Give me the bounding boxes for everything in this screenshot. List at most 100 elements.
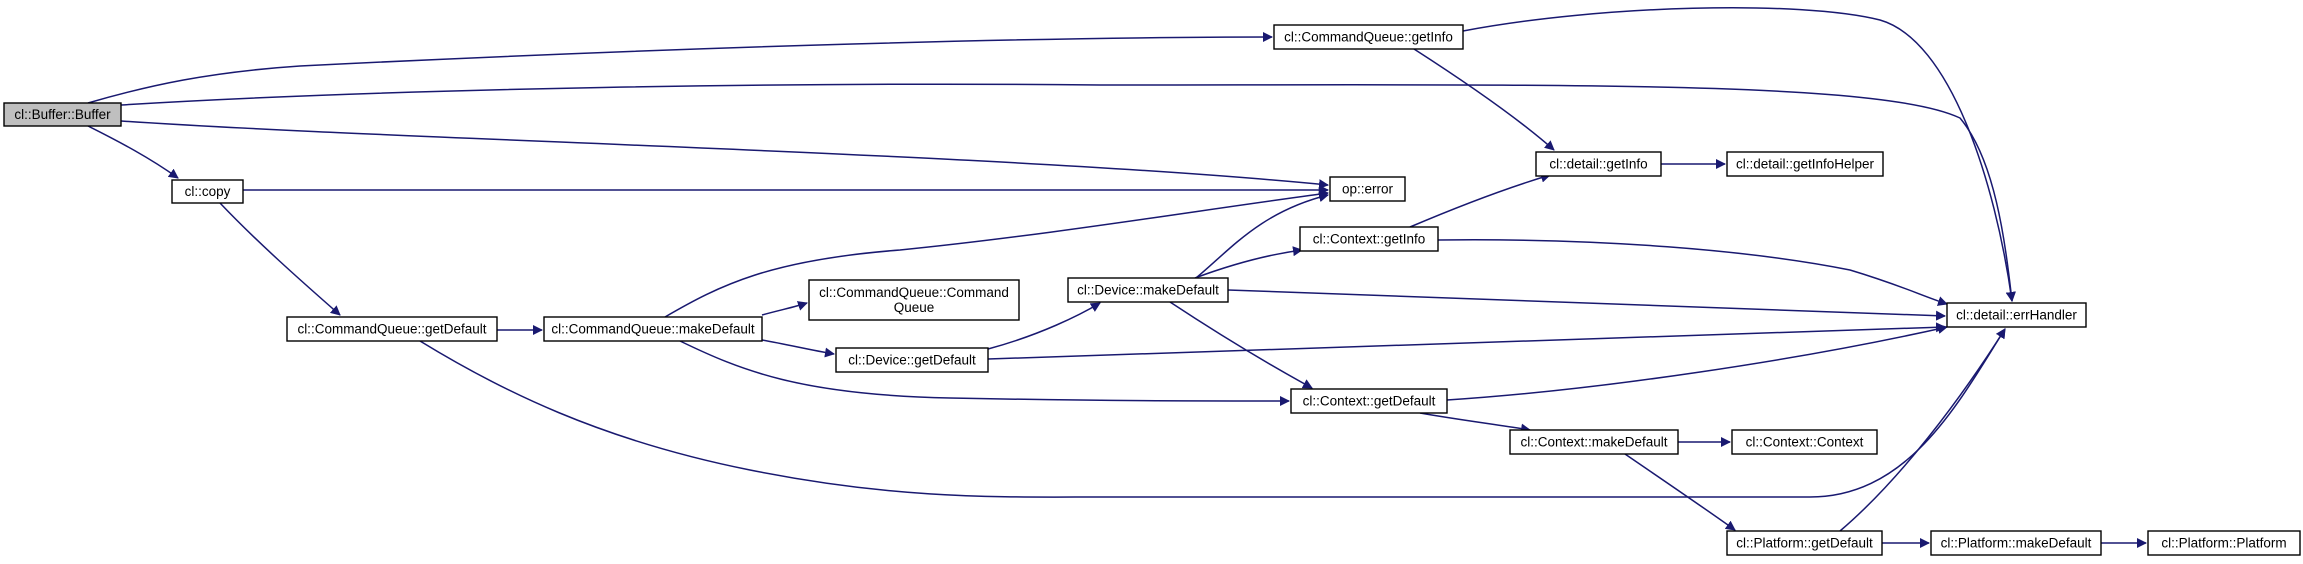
edge-line <box>1195 192 1329 279</box>
node-label: cl::Buffer::Buffer <box>14 107 111 122</box>
edge-cq-getinfo-to-errhandler <box>1462 6 2016 302</box>
edge-line <box>1413 48 1555 151</box>
node-ctx-getinfo[interactable]: cl::Context::getInfo <box>1299 226 1439 252</box>
edge-line <box>1839 328 2006 532</box>
node-label: cl::CommandQueue::makeDefault <box>551 322 755 337</box>
node-box <box>1290 388 1448 414</box>
edge-line <box>1409 172 1551 228</box>
node-box <box>171 179 244 204</box>
edge-plat-getdefault-to-errhandler <box>1839 328 2006 532</box>
node-label: cl::Device::getDefault <box>848 353 976 368</box>
edge-line <box>987 302 1101 350</box>
node-label: cl::detail::getInfoHelper <box>1736 157 1875 172</box>
edge-line <box>1446 324 1948 401</box>
edge-dev-makedefault-to-op-error <box>1195 192 1329 279</box>
edge-dev-getdefault-to-errhandler <box>987 322 1946 360</box>
node-box <box>835 347 989 373</box>
edge-cq-getinfo-to-detail-getinfo <box>1413 48 1555 151</box>
node-ctx-makedefault[interactable]: cl::Context::makeDefault <box>1509 429 1679 455</box>
node-box <box>1946 302 2087 328</box>
node-label: cl::Context::getInfo <box>1313 232 1426 247</box>
edge-dev-getdefault-to-dev-makedefault <box>987 302 1101 350</box>
edge-ctx-makedefault-to-plat-getdefault <box>1624 453 1736 531</box>
edge-line <box>1437 239 1948 306</box>
edge-line <box>1624 453 1736 531</box>
node-ctx-ctor[interactable]: cl::Context::Context <box>1731 429 1878 455</box>
node-detail-getinfohelper[interactable]: cl::detail::getInfoHelper <box>1726 151 1884 177</box>
node-cq-ctor[interactable]: cl::CommandQueue::CommandQueue <box>808 279 1020 321</box>
node-box <box>1299 226 1439 252</box>
edge-buffer-to-cq-getinfo <box>87 32 1273 104</box>
edge-line <box>87 32 1273 104</box>
edge-buffer-to-op-error <box>120 120 1329 190</box>
node-dev-makedefault[interactable]: cl::Device::makeDefault <box>1067 277 1229 303</box>
node-label: cl::detail::errHandler <box>1956 308 2077 323</box>
edge-dev-makedefault-to-errhandler <box>1227 289 1946 321</box>
edge-ctx-getdefault-to-ctx-makedefault <box>1419 412 1531 434</box>
edge-line <box>664 189 1329 318</box>
node-dev-getdefault[interactable]: cl::Device::getDefault <box>835 347 989 373</box>
edges-layer <box>87 6 2147 548</box>
edge-line <box>419 328 2006 498</box>
node-box <box>1731 429 1878 455</box>
edge-buffer-to-errhandler <box>120 83 2016 302</box>
node-errhandler[interactable]: cl::detail::errHandler <box>1946 302 2087 328</box>
node-label: cl::Platform::Platform <box>2161 536 2286 551</box>
edge-line <box>87 125 179 179</box>
edge-line <box>1194 246 1303 279</box>
node-label: cl::copy <box>185 184 231 199</box>
node-detail-getinfo[interactable]: cl::detail::getInfo <box>1535 151 1662 177</box>
node-label: cl::Device::makeDefault <box>1077 283 1219 298</box>
node-cq-makedefault[interactable]: cl::CommandQueue::makeDefault <box>543 316 763 342</box>
node-plat-makedefault[interactable]: cl::Platform::makeDefault <box>1930 530 2102 556</box>
edge-ctx-getinfo-to-errhandler <box>1437 239 1948 306</box>
edge-cq-makedefault-to-ctx-getdefault <box>679 340 1290 406</box>
edge-line <box>1419 412 1531 434</box>
edge-ctx-getdefault-to-errhandler <box>1446 324 1948 401</box>
node-plat-ctor[interactable]: cl::Platform::Platform <box>2147 530 2301 556</box>
node-box <box>1329 176 1406 202</box>
edge-line <box>1169 301 1313 389</box>
node-plat-getdefault[interactable]: cl::Platform::getDefault <box>1726 530 1883 556</box>
edge-line <box>679 340 1290 406</box>
nodes-layer: cl::Buffer::Buffercl::copycl::CommandQue… <box>3 24 2301 556</box>
node-op-error[interactable]: op::error <box>1329 176 1406 202</box>
edge-line <box>1227 289 1946 321</box>
edge-dev-makedefault-to-ctx-getinfo <box>1194 246 1303 279</box>
node-label: cl::Platform::makeDefault <box>1941 536 2092 551</box>
node-copy[interactable]: cl::copy <box>171 179 244 204</box>
edge-dev-makedefault-to-ctx-getdefault <box>1169 301 1313 389</box>
node-box <box>2147 530 2301 556</box>
edge-line <box>120 83 2016 302</box>
node-label: cl::Context::Context <box>1746 435 1864 450</box>
edge-copy-to-cq-getdefault <box>219 202 341 316</box>
node-label: cl::detail::getInfo <box>1549 157 1647 172</box>
node-label: cl::CommandQueue::Command <box>819 285 1009 300</box>
node-box <box>1067 277 1229 303</box>
node-box <box>3 102 122 127</box>
edge-line <box>219 202 341 316</box>
edge-line <box>761 339 835 358</box>
node-label: cl::CommandQueue::getInfo <box>1284 30 1453 45</box>
node-box <box>1930 530 2102 556</box>
node-ctx-getdefault[interactable]: cl::Context::getDefault <box>1290 388 1448 414</box>
node-buffer[interactable]: cl::Buffer::Buffer <box>3 102 122 127</box>
node-label: Queue <box>894 300 935 315</box>
node-label: cl::Context::getDefault <box>1303 394 1436 409</box>
node-box <box>286 316 498 342</box>
edge-ctx-getinfo-to-detail-getinfo <box>1409 172 1551 228</box>
node-box <box>1726 151 1884 177</box>
node-cq-getdefault[interactable]: cl::CommandQueue::getDefault <box>286 316 498 342</box>
node-box <box>1535 151 1662 177</box>
node-box <box>1509 429 1679 455</box>
edge-cq-makedefault-to-dev-getdefault <box>761 339 835 358</box>
node-label: cl::Platform::getDefault <box>1736 536 1873 551</box>
node-box <box>1273 24 1464 50</box>
node-label: cl::CommandQueue::getDefault <box>297 322 486 337</box>
node-cq-getinfo[interactable]: cl::CommandQueue::getInfo <box>1273 24 1464 50</box>
node-label: cl::Context::makeDefault <box>1520 435 1667 450</box>
edge-buffer-to-copy <box>87 125 179 179</box>
edge-line <box>120 120 1329 190</box>
edge-line <box>987 322 1946 360</box>
